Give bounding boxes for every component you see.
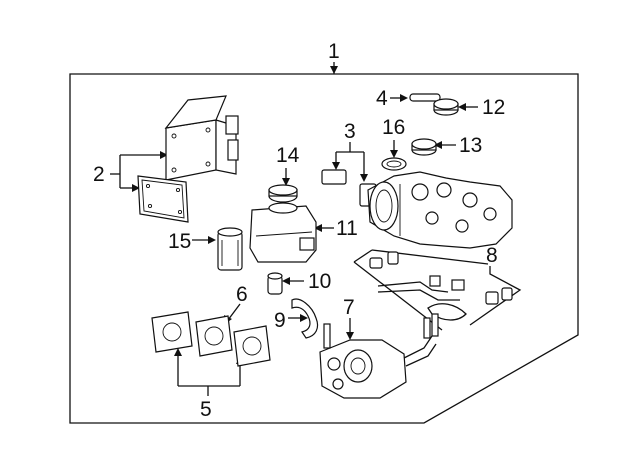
part-15-canister [217,227,243,271]
part-12-grommet [433,98,459,116]
callout-13: 13 [459,134,482,157]
callout-3: 3 [344,120,356,143]
part-1-actuator [367,171,513,249]
callout-4: 4 [376,87,388,110]
callout-9: 9 [274,309,286,332]
part-9-hose [291,298,319,339]
part-16-seal [381,157,407,171]
part-14-cap [268,184,298,203]
part-2-control-module [137,95,239,223]
callout-7: 7 [343,296,355,319]
callout-10: 10 [308,270,331,293]
callout-12: 12 [482,96,505,119]
callout-16: 16 [382,116,405,139]
part-4-pin [409,93,441,102]
part-13-grommet [411,138,437,156]
callout-2: 2 [93,163,105,186]
part-7-pump-motor [319,313,439,399]
callout-11: 11 [336,217,358,240]
callout-8: 8 [486,244,498,267]
part-3-connector [321,169,377,207]
callout-14: 14 [276,144,300,167]
callout-6: 6 [236,283,248,306]
part-5-6-gaskets [151,311,271,367]
callout-1: 1 [328,40,340,63]
callout-15: 15 [168,230,191,253]
callout-5: 5 [200,398,212,421]
part-8-sensor-kit [369,251,513,321]
part-10-fitting [267,272,283,295]
diagram-frame [69,73,579,424]
part-11-reservoir [249,202,317,263]
